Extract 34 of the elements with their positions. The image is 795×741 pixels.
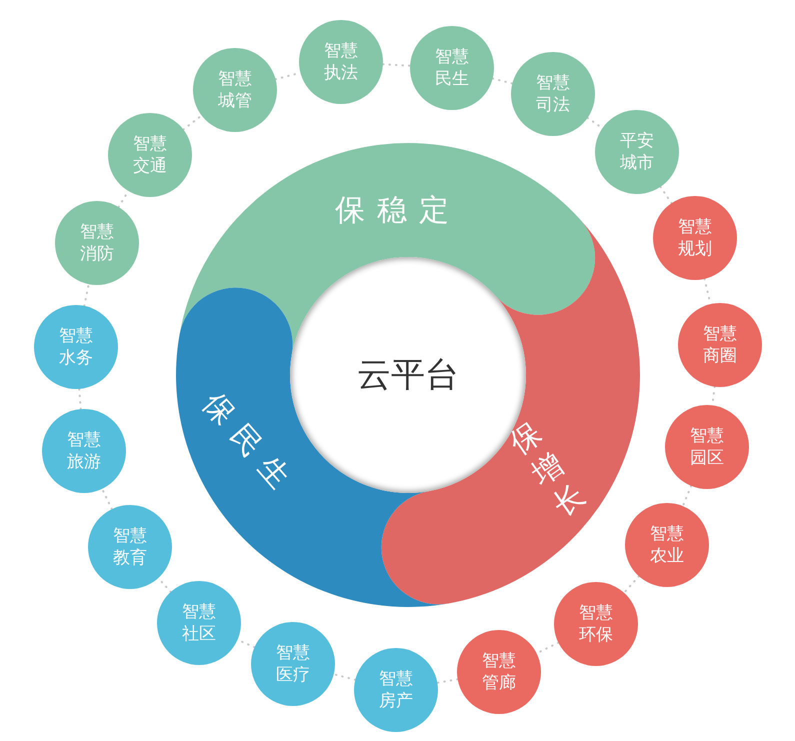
dotted-connector: [659, 186, 673, 204]
topic-label: 智慧房产: [378, 668, 414, 712]
center-label: 云平台: [357, 354, 459, 397]
segment-label: 保民生: [194, 384, 306, 506]
topic-label: 智慧城管: [217, 68, 253, 112]
dotted-connector: [78, 388, 82, 410]
dotted-connector: [382, 63, 412, 67]
topic-label: 平安城市: [619, 130, 655, 174]
topic-label: 智慧管廊: [481, 650, 517, 694]
topic-label: 智慧社区: [181, 601, 217, 645]
segment-label: 保稳定: [335, 192, 461, 230]
dotted-connector: [182, 114, 203, 130]
topic-label: 智慧司法: [535, 72, 571, 116]
topic-label: 智慧民生: [434, 46, 470, 90]
dotted-connector: [332, 673, 356, 681]
topic-label: 智慧园区: [689, 425, 725, 469]
topic-label: 智慧环保: [578, 602, 614, 646]
topic-label: 智慧水务: [58, 325, 94, 369]
topic-label: 智慧交通: [132, 133, 168, 177]
topic-label: 智慧医疗: [275, 642, 311, 686]
topic-label: 智慧农业: [649, 523, 685, 567]
topic-label: 智慧教育: [112, 525, 148, 569]
topic-label: 智慧消防: [79, 221, 115, 265]
dotted-connector: [101, 488, 113, 510]
dotted-connector: [83, 283, 90, 307]
topic-label: 智慧商圈: [702, 323, 738, 367]
dotted-connector: [436, 678, 459, 684]
topic-label: 智慧规划: [677, 216, 713, 260]
topic-label: 智慧旅游: [66, 429, 102, 473]
dotted-connector: [682, 484, 692, 508]
segment-label: 保增长: [502, 414, 593, 526]
dotted-connector: [623, 575, 640, 594]
dotted-connector: [492, 77, 514, 85]
topic-label: 智慧执法: [323, 40, 359, 84]
